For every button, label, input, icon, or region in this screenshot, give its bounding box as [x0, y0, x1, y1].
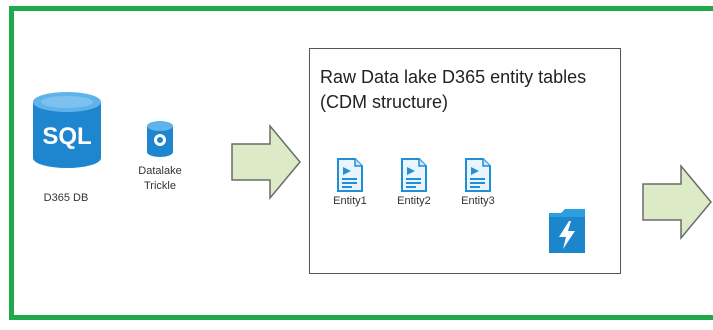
entity-label: Entity1 [333, 195, 367, 207]
green-boundary-frame [9, 6, 713, 320]
flow-arrow-right [231, 124, 301, 200]
document-icon [465, 158, 491, 192]
entity-label: Entity2 [397, 195, 431, 207]
entity-file: Entity2 [384, 157, 444, 207]
sql-db-label: D365 DB [43, 192, 89, 204]
flow-arrow-right [642, 164, 712, 240]
raw-data-lake-box: Raw Data lake D365 entity tables (CDM st… [309, 48, 621, 274]
entity-label: Entity3 [461, 195, 495, 207]
entity-file: Entity3 [448, 157, 508, 207]
datalake-trickle-icon [147, 121, 173, 157]
document-icon [401, 158, 427, 192]
document-icon [337, 158, 363, 192]
sql-database-icon: SQL [33, 92, 101, 168]
entity-file: Entity1 [320, 157, 380, 207]
trickle-label-line2: Trickle [144, 180, 176, 192]
function-folder-icon [549, 209, 585, 253]
raw-data-lake-title: Raw Data lake D365 entity tables (CDM st… [320, 67, 587, 112]
sql-icon-text: SQL [42, 123, 91, 150]
trickle-label-line1: Datalake [138, 165, 182, 177]
datalake-trickle-label: Datalake Trickle [128, 164, 192, 194]
